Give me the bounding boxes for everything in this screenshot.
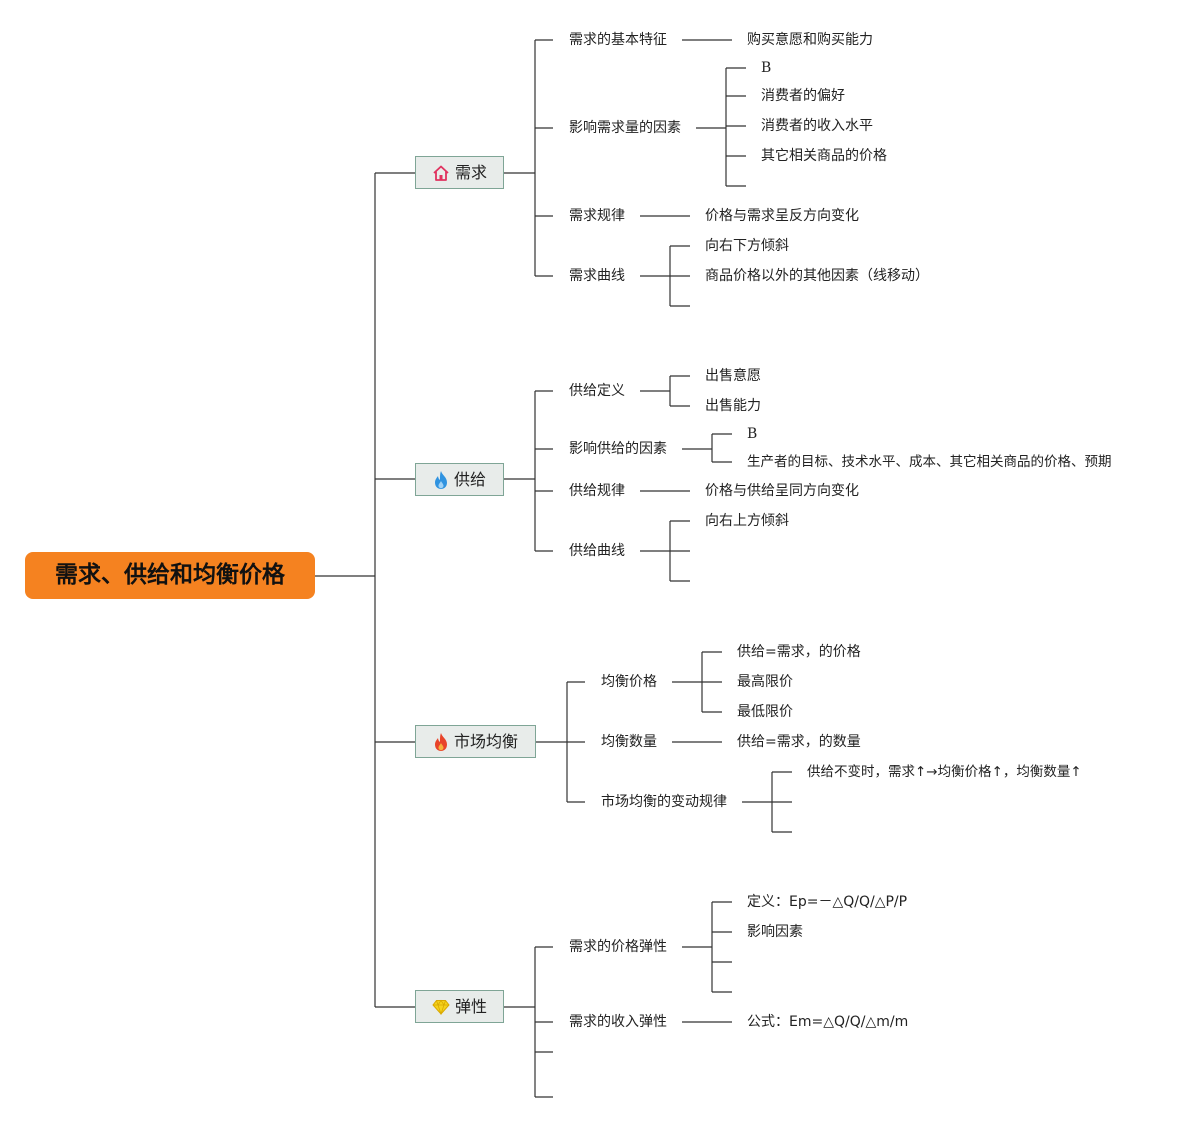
node-supply-law-value[interactable]: 价格与供给呈同方向变化 — [705, 483, 859, 499]
node-supply-factor-item[interactable]: 生产者的目标、技术水平、成本、其它相关商品的价格、预期 — [747, 454, 1112, 470]
topic-demand[interactable]: 需求 — [415, 156, 504, 189]
node-supply-factor-item[interactable]: B — [747, 426, 758, 442]
node-demand-factor-item[interactable]: 其它相关商品的价格 — [761, 148, 887, 164]
gem-icon — [432, 999, 450, 1015]
node-demand-factor-item[interactable]: B — [761, 60, 772, 76]
node-demand-law[interactable]: 需求规律 — [569, 208, 625, 224]
node-demand-basic-features[interactable]: 需求的基本特征 — [569, 32, 667, 48]
root-topic[interactable]: 需求、供给和均衡价格 — [25, 552, 315, 599]
topic-label: 需求 — [454, 163, 487, 182]
topic-supply[interactable]: 供给 — [415, 463, 504, 496]
node-demand-law-value[interactable]: 价格与需求呈反方向变化 — [705, 208, 859, 224]
node-supply-factors[interactable]: 影响供给的因素 — [569, 441, 667, 457]
node-income-elasticity-value[interactable]: 公式：Em=△Q/Q/△m/m — [747, 1014, 909, 1030]
node-price-elasticity[interactable]: 需求的价格弹性 — [569, 939, 667, 955]
topic-label: 弹性 — [454, 997, 487, 1016]
node-income-elasticity[interactable]: 需求的收入弹性 — [569, 1014, 667, 1030]
node-supply-curve-item[interactable]: 向右上方倾斜 — [705, 513, 789, 529]
node-equilibrium-quantity-value[interactable]: 供给=需求，的数量 — [737, 734, 861, 750]
flame-icon — [434, 470, 447, 489]
node-demand-curve[interactable]: 需求曲线 — [569, 268, 625, 284]
node-equilibrium-price-item[interactable]: 供给=需求，的价格 — [737, 644, 861, 660]
node-equilibrium-quantity[interactable]: 均衡数量 — [601, 734, 657, 750]
topic-equilibrium[interactable]: 市场均衡 — [415, 725, 536, 758]
node-demand-curve-item[interactable]: 商品价格以外的其他因素（线移动） — [705, 268, 929, 284]
node-supply-law[interactable]: 供给规律 — [569, 483, 625, 499]
node-supply-definition-item[interactable]: 出售意愿 — [705, 368, 761, 384]
topic-label: 供给 — [453, 470, 486, 489]
node-demand-factor-item[interactable]: 消费者的收入水平 — [761, 118, 873, 134]
house-icon — [433, 165, 449, 181]
node-demand-curve-item[interactable]: 向右下方倾斜 — [705, 238, 789, 254]
node-supply-curve[interactable]: 供给曲线 — [569, 543, 625, 559]
node-equilibrium-price[interactable]: 均衡价格 — [601, 674, 657, 690]
node-demand-basic-features-value[interactable]: 购买意愿和购买能力 — [747, 32, 873, 48]
node-equilibrium-price-item[interactable]: 最低限价 — [737, 704, 793, 720]
topic-elasticity[interactable]: 弹性 — [415, 990, 504, 1023]
node-equilibrium-price-item[interactable]: 最高限价 — [737, 674, 793, 690]
fire-icon — [434, 732, 447, 751]
node-price-elasticity-item[interactable]: 定义：Ep=－△Q/Q/△P/P — [747, 894, 908, 910]
node-equilibrium-change-law[interactable]: 市场均衡的变动规律 — [601, 794, 727, 810]
node-equilibrium-change-law-item[interactable]: 供给不变时，需求↑→均衡价格↑，均衡数量↑ — [807, 764, 1082, 780]
topic-label: 市场均衡 — [453, 732, 518, 751]
node-supply-definition-item[interactable]: 出售能力 — [705, 398, 761, 414]
node-demand-factor-item[interactable]: 消费者的偏好 — [761, 88, 845, 104]
node-supply-definition[interactable]: 供给定义 — [569, 383, 625, 399]
node-price-elasticity-item[interactable]: 影响因素 — [747, 924, 803, 940]
node-demand-factors[interactable]: 影响需求量的因素 — [569, 120, 681, 136]
